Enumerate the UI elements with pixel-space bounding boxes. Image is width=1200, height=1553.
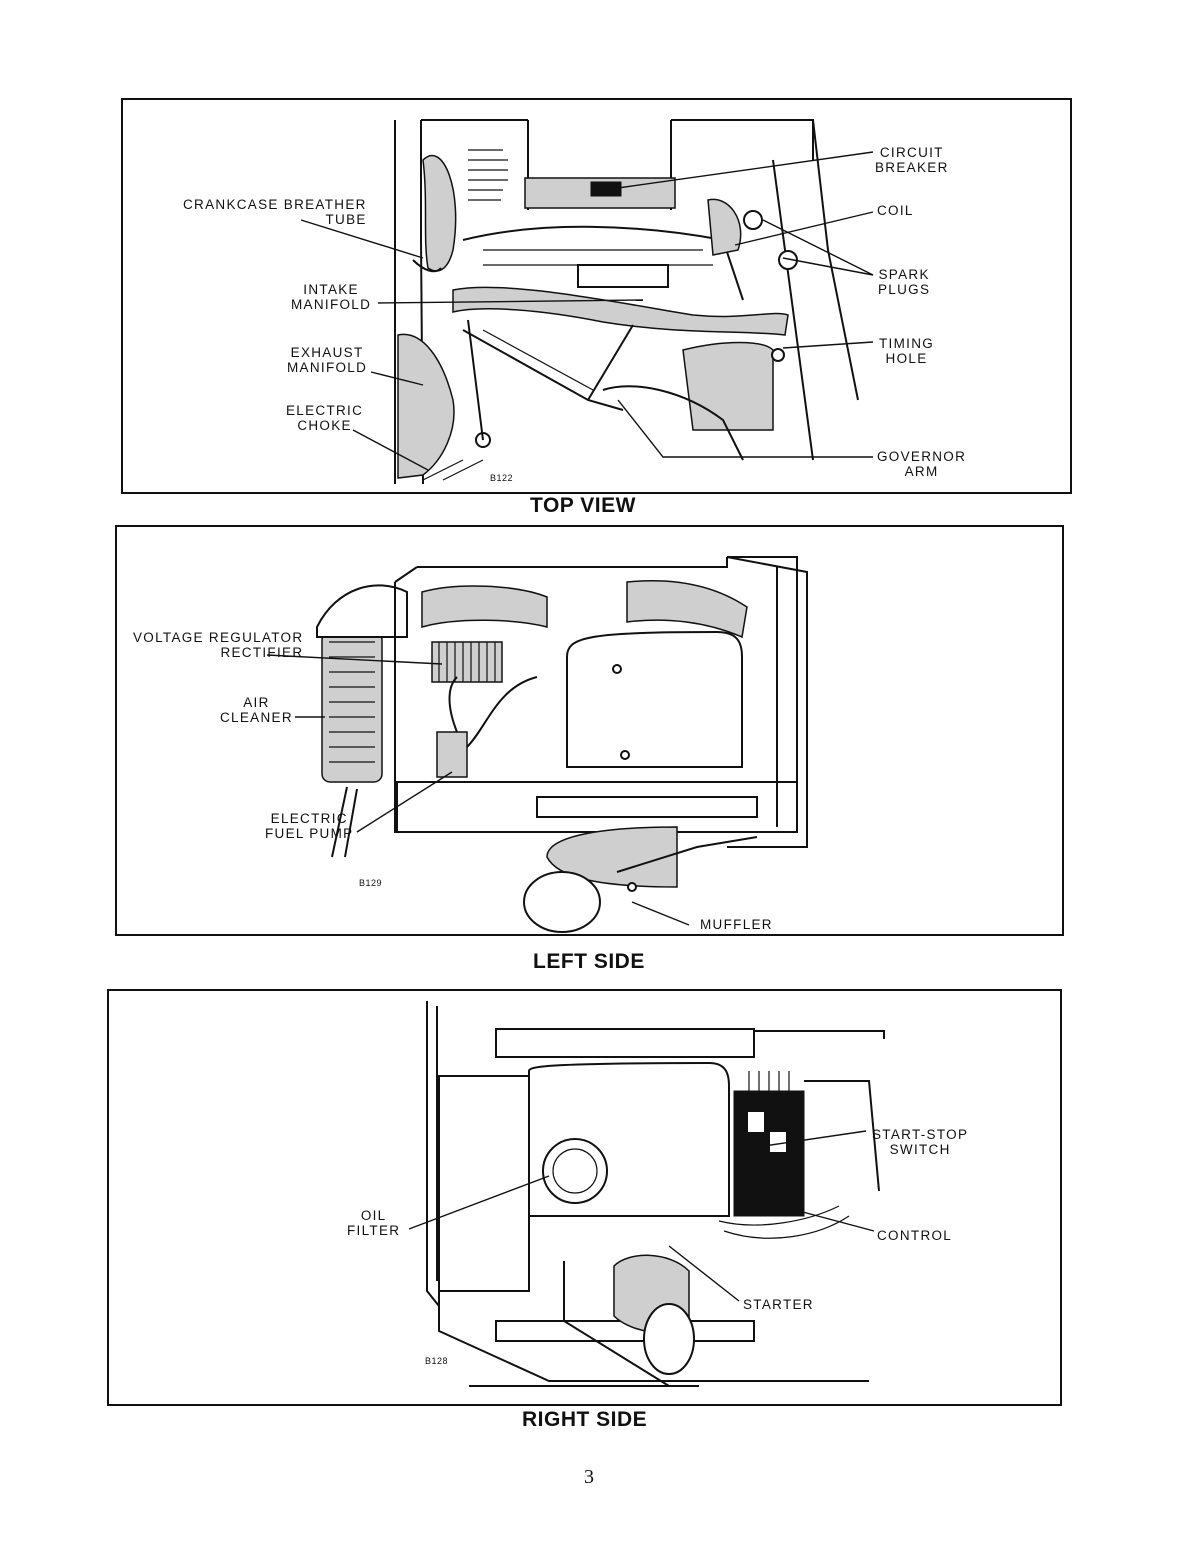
exhaust-manifold-label: EXHAUST MANIFOLD [287,345,368,375]
right-side-caption: RIGHT SIDE [522,1408,648,1431]
figure-code: B122 [490,473,514,483]
left-side-illustration [266,556,808,933]
left-side-caption: LEFT SIDE [533,950,645,973]
control-label: CONTROL [877,1228,953,1243]
left-side-panel: VOLTAGE REGULATOR RECTIFIER AIR CLEANER … [115,525,1064,936]
circuit-breaker-label: CIRCUIT BREAKER [875,145,949,175]
page-number: 3 [584,1466,594,1488]
voltage-regulator-rectifier-label: VOLTAGE REGULATOR RECTIFIER [133,630,304,660]
air-cleaner-label: AIR CLEANER [220,695,293,725]
governor-arm-label: GOVERNOR ARM [877,449,967,479]
top-view-caption: TOP VIEW [530,494,636,517]
start-stop-switch-label: START-STOP SWITCH [872,1127,969,1157]
right-side-illustration [408,1001,885,1387]
spark-plugs-label: SPARK PLUGS [878,267,931,297]
right-side-panel: START-STOP SWITCH CONTROL OIL FILTER STA… [107,989,1062,1406]
top-view-panel: CRANKCASE BREATHER TUBE INTAKE MANIFOLD … [121,98,1072,494]
coil-label: COIL [877,203,914,218]
figure-code: B129 [359,878,383,888]
figure-code: B128 [425,1356,449,1366]
muffler-label: MUFFLER [700,917,773,932]
electric-fuel-pump-label: ELECTRIC FUEL PUMP [265,811,354,841]
timing-hole-label: TIMING HOLE [879,336,935,366]
oil-filter-label: OIL FILTER [347,1208,401,1238]
starter-label: STARTER [743,1297,814,1312]
intake-manifold-label: INTAKE MANIFOLD [291,282,372,312]
crankcase-breather-tube-label: CRANKCASE BREATHER TUBE [183,197,367,227]
top-view-illustration [300,119,874,485]
electric-choke-label: ELECTRIC CHOKE [286,403,364,433]
